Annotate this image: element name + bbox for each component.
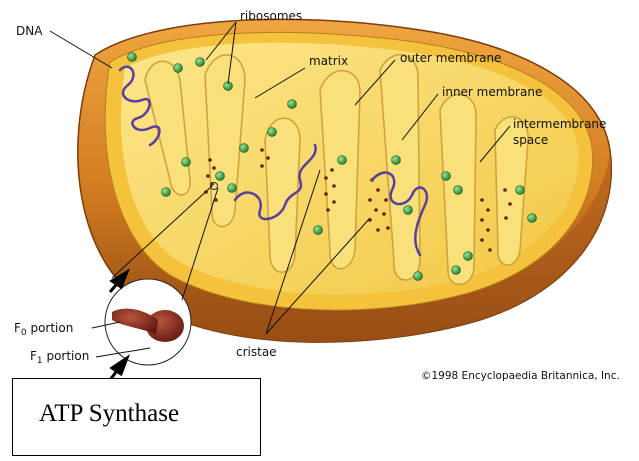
label-f1-portion: F1 portion — [30, 349, 89, 366]
label-dna: DNA — [16, 24, 43, 38]
label-ribosomes: ribosomes — [240, 9, 302, 23]
label-cristae: cristae — [236, 345, 277, 359]
copyright-notice: ©1998 Encyclopaedia Britannica, Inc. — [421, 370, 620, 382]
label-outer-membrane: outer membrane — [400, 51, 501, 65]
label-intermembrane-space: space — [513, 133, 548, 147]
label-f0-portion: F0 portion — [14, 321, 73, 338]
atp-synthase-caption: ATP Synthase — [39, 400, 179, 428]
label-matrix: matrix — [309, 54, 348, 68]
label-inner-membrane: inner membrane — [442, 85, 542, 99]
atp-synthase-caption-box: ATP Synthase — [12, 378, 261, 456]
label-intermembrane: intermembrane — [513, 117, 606, 131]
